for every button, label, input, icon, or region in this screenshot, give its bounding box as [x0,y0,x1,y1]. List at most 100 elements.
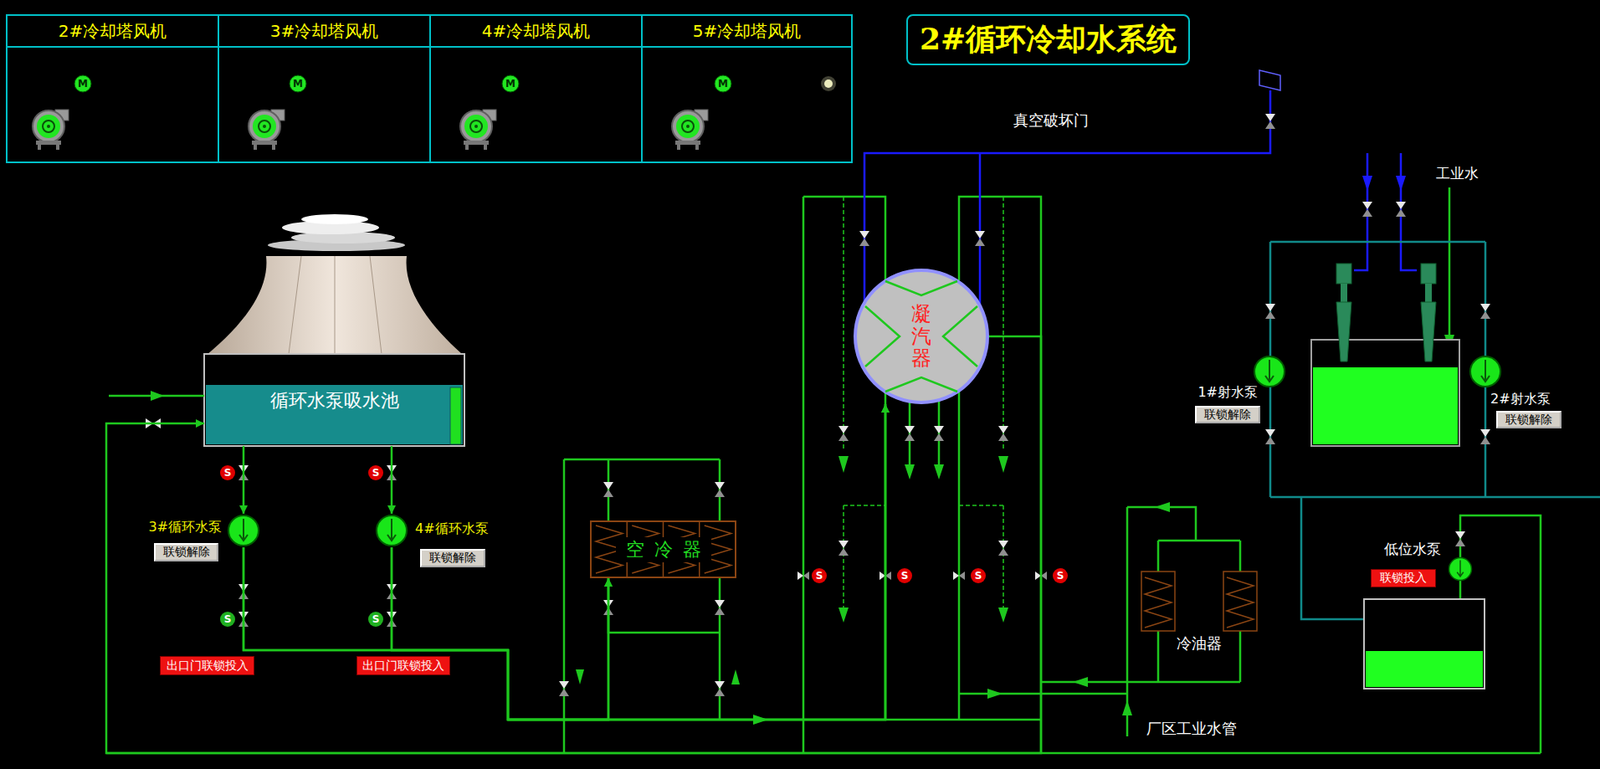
title-text: 2#循环冷却水系统 [919,20,1177,57]
suction-pool-drawing [450,387,462,445]
flow-arrow [838,456,849,473]
jet-pump: 1#射水泵 [1252,354,1287,389]
flow-arrow [838,607,849,623]
jet-water-tank [1311,339,1460,447]
pipe-connector [391,547,609,720]
oil-cooler-coil [1144,577,1172,628]
valve [145,113,1491,697]
jet-water-line [1270,241,1600,620]
valve [1265,303,1276,319]
low-tank [1365,651,1483,688]
cooling-tower [207,214,462,354]
valve [838,425,849,442]
solenoid-marker [368,465,384,481]
pump-symbol [387,518,396,541]
pump-symbol [226,513,261,548]
valve [1265,429,1276,445]
ejector-arrow [1395,175,1406,191]
pipe [958,196,1042,754]
pipe [803,196,886,754]
condenser-tube [865,281,978,392]
flow-arrow [575,669,585,685]
vacuum-line [864,70,1417,306]
valve [1265,113,1276,129]
suction-pool-drawing [204,353,465,447]
suction-pool-drawing [204,353,465,447]
node-label: 空冷器 [615,537,712,563]
valve [1362,201,1373,217]
flow-arrow [933,464,944,480]
interlock-button: 联锁解除 [1194,405,1261,424]
valve [714,482,725,498]
fan-icon [502,75,519,93]
solenoid-marker [220,465,1068,627]
valve [998,540,1009,556]
flow-arrow [1072,676,1088,688]
annotation: 厂区工业水管 [1146,718,1237,739]
fan-panel: 4#冷却塔风机 [429,14,643,164]
suction-pool-drawing [205,384,463,445]
suction-pool: 循环水泵吸水池 [204,353,465,447]
condenser-shell [855,270,988,403]
solenoid-tag: S [372,466,380,479]
fan-panel: 3#冷却塔风机 [217,14,431,164]
pump-symbol [1265,359,1274,382]
valve [838,540,849,556]
pipe [885,389,959,720]
oil-cooler-coil [1141,571,1257,631]
low-tank [1364,599,1485,689]
interlock-button: 联锁解除 [153,543,219,562]
jet-water-tank [1336,302,1352,362]
jet-water-line [1301,497,1365,620]
interlock-button: 联锁解除 [420,548,486,568]
circ-pump: 3#循环水泵 [226,513,261,548]
jet-pump: 2#射水泵 [1468,354,1503,389]
valve [714,600,725,616]
circ-pump: 4#循环水泵 [374,513,409,548]
jet-water-tank [1340,283,1348,303]
pump-symbol [1254,356,1285,387]
condenser: 凝汽器 [853,268,990,405]
flow-arrow [904,464,915,480]
fan-panel: 2#冷却塔风机 [5,14,220,164]
jet-water-tank [1311,263,1460,447]
fan-icon [714,75,732,93]
flow-arrow [150,334,1455,725]
pipe [106,187,1541,754]
pipe [958,507,1241,737]
pump-label: 2#射水泵 [1490,390,1551,409]
solenoid-marker [220,611,236,627]
flow-arrow [1154,502,1170,513]
fan-icon [74,75,92,93]
annotation: 真空破坏门 [1013,110,1089,131]
valve [998,425,1009,442]
pump-symbol [376,515,407,546]
pump-symbol [1252,354,1287,389]
air-cooler-coil [589,521,592,578]
pump-symbol [1447,556,1473,582]
interlock-button: 出口门联锁投入 [159,656,255,676]
dashed-drain [843,505,1004,616]
annotation: 工业水 [1435,164,1479,184]
motor-tag: M [292,77,303,90]
jet-water-tank [1420,263,1436,284]
valve [904,425,915,442]
pipe-connector [390,446,394,514]
button-label: 联锁解除 [1505,412,1553,428]
cooling-tower [288,256,382,354]
flow-arrow [987,688,1003,699]
solenoid-marker [220,465,236,481]
pump-symbol [1468,354,1503,389]
fan-icon [820,76,836,92]
flow-arrow [731,669,740,685]
oil-cooler-coil [1141,571,1175,631]
pump-symbol [1481,359,1490,382]
pipe [564,459,720,754]
pump-symbol [239,518,248,541]
valve [1480,303,1491,319]
node-label: 冷油器 [1176,633,1222,654]
jet-water-line [1270,241,1600,498]
pipe-connector [242,446,246,514]
